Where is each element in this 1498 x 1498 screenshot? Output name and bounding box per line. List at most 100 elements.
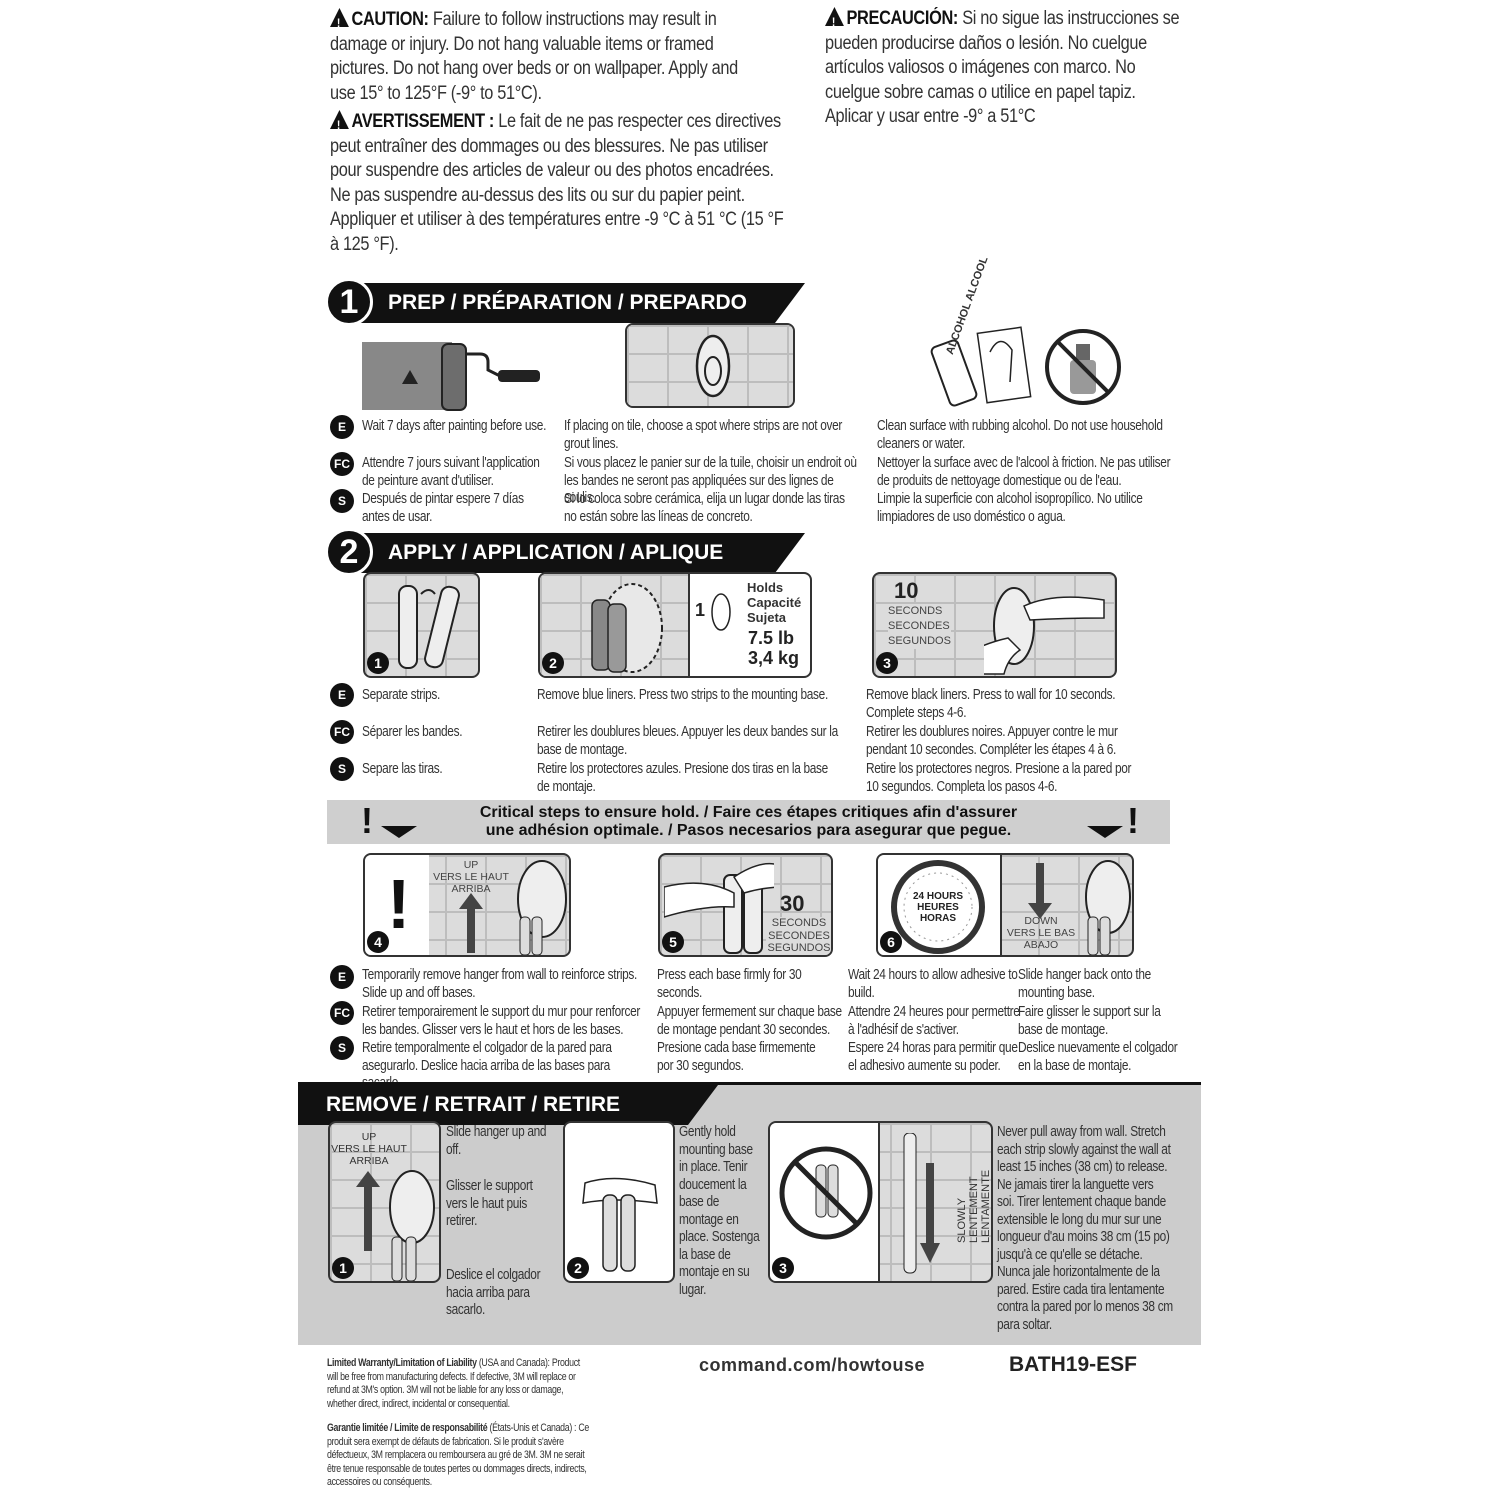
hours-en: 24 HOURS [912, 891, 963, 902]
step6-slide-es: Deslice nuevamente el colgador en la bas… [1018, 1040, 1178, 1074]
tile-placement-illustration [625, 323, 795, 408]
clock-icon [891, 860, 985, 954]
step1-col1-fr: Attendre 7 jours suivant l'application d… [362, 455, 540, 489]
weight-capacity: 7.5 lb 3,4 kg [748, 628, 799, 668]
weight-kg: 3,4 kg [748, 648, 800, 668]
step6-wait-en: Wait 24 hours to allow adhesive to build… [848, 967, 1018, 1001]
warranty-text: Product will be free from manufacturing … [327, 1357, 580, 1410]
step4-es: Retire temporalmente el colgador de la p… [362, 1040, 612, 1091]
english-badge: E [330, 965, 354, 989]
step1-title: PREP / PRÉPARATION / PREPARDO [388, 291, 747, 314]
remove-section: REMOVE / RETRAIT / RETIRE [298, 1082, 1201, 1345]
garantie-label: Garantie limitée / Limite de responsabil… [327, 1422, 488, 1434]
step2-col2-es: Retire los protectores azules. Presione … [537, 761, 828, 795]
warning-triangle-icon [330, 110, 349, 138]
step1-header: PREP / PRÉPARATION / PREPARDO [350, 283, 805, 323]
french-badge: FC [330, 720, 354, 744]
precaucion-text: Si no sigue las instrucciones se pueden … [825, 8, 1180, 127]
up-en: UP [361, 1131, 377, 1143]
garantie-region: (États-Unis et Canada) : [489, 1422, 577, 1434]
caution-label: CAUTION: [351, 9, 429, 30]
panel-number: 3 [876, 652, 898, 674]
down-arrow-icon [1087, 826, 1123, 838]
thirty-seconds-number: 30 [780, 891, 805, 916]
slowly-label: SLOWLY LENTEMENT LENTAMENTE [956, 1169, 992, 1243]
warning-triangle-icon [825, 7, 844, 35]
remove-title: REMOVE / RETRAIT / RETIRE [326, 1093, 621, 1116]
holds-en: Holds [747, 580, 784, 595]
step2-col3-en: Remove black liners. Press to wall for 1… [866, 687, 1116, 721]
step2-col3-es: Retire los protectores negros. Presione … [866, 761, 1132, 795]
remove-step2-panel: 2 [563, 1121, 675, 1283]
exclamation-icon: ! [387, 865, 411, 943]
up-es: ARRIBA [349, 1155, 389, 1167]
garantie-text: Ce produit sera exempt de défauts de fab… [327, 1422, 589, 1488]
warranty-region: (USA and Canada): [478, 1357, 550, 1369]
up-en: UP [463, 859, 479, 871]
step2-col2-en: Remove blue liners. Press two strips to … [537, 687, 828, 703]
website-link[interactable]: command.com/howtouse [699, 1355, 926, 1375]
step1-col2-en: If placing on tile, choose a spot where … [564, 418, 843, 452]
panel-number: 1 [367, 652, 389, 674]
paint-roller-illustration [360, 340, 545, 412]
product-code: BATH19-ESF [1009, 1353, 1137, 1376]
hours-label: 24 HOURS HEURES HORAS [890, 891, 986, 924]
step6-slide-en: Slide hanger back onto the mounting base… [1018, 967, 1151, 1001]
remove-step3-panel: SLOWLY LENTEMENT LENTAMENTE 3 [768, 1121, 993, 1283]
thirty-seconds-label: SECONDS SECONDES SEGUNDOS [766, 917, 831, 955]
remove-header: REMOVE / RETRAIT / RETIRE [298, 1085, 718, 1125]
step1-col3-es: Limpie la superficie con alcohol isoprop… [877, 491, 1143, 525]
seconds-fr: SECONDES [768, 929, 830, 942]
avertissement-text: Le fait de ne pas respecter ces directiv… [330, 111, 784, 255]
slowly-es: LENTAMENTE [980, 1169, 992, 1243]
warranty-en: Limited Warranty/Limitation of Liability… [327, 1357, 591, 1411]
critical-line2: une adhésion optimale. / Pasos necesario… [485, 822, 1012, 839]
critical-text: Critical steps to ensure hold. / Faire c… [327, 804, 1170, 840]
down-arrow-icon [1028, 863, 1052, 919]
panel-number: 5 [662, 931, 684, 953]
holds-count: 1 [695, 600, 706, 620]
step6-panel: 24 HOURS HEURES HORAS DOWN VERS LE BAS A… [876, 853, 1134, 957]
step4-panel: ! UP VERS LE HAUT ARRIBA 4 [363, 853, 571, 957]
warranty-label: Limited Warranty/Limitation of Liability [327, 1357, 477, 1369]
caution-warning: CAUTION: Failure to follow instructions … [330, 6, 760, 106]
down-arrow-icon [381, 826, 417, 838]
critical-bang-right: ! [1127, 800, 1139, 841]
critical-bang-left: ! [361, 800, 373, 841]
slowly-en: SLOWLY [956, 1197, 968, 1243]
step2-title: APPLY / APPLICATION / APLIQUE [388, 541, 724, 564]
panel-number: 4 [367, 931, 389, 953]
step1-col3-fr: Nettoyer la surface avec de l'alcool à f… [877, 455, 1171, 489]
warranty-fr: Garantie limitée / Limite de responsabil… [327, 1422, 599, 1490]
step2-col2-fr: Retirer les doublures bleues. Appuyer le… [537, 724, 838, 758]
french-badge: FC [330, 452, 354, 476]
up-label: UP VERS LE HAUT ARRIBA [429, 859, 513, 895]
step2-header: APPLY / APPLICATION / APLIQUE [350, 533, 805, 573]
down-label: DOWN VERS LE BAS ABAJO [1002, 915, 1080, 951]
ten-seconds-number: 10 [894, 578, 919, 603]
warning-triangle-icon [330, 8, 349, 36]
ten-seconds-label: SECONDS SECONDES SEGUNDOS [888, 604, 951, 649]
panel-number: 2 [567, 1257, 589, 1279]
step2-col1-fr: Séparer les bandes. [362, 724, 463, 740]
panel-number: 1 [332, 1257, 354, 1279]
remove-step1-en: Slide hanger up and off. [446, 1124, 547, 1158]
holds-label: Holds Capacité Sujeta [747, 580, 801, 625]
step1-col1-en: Wait 7 days after painting before use. [362, 418, 547, 434]
step6-wait-es: Espere 24 horas para permitir que el adh… [848, 1040, 1018, 1074]
avertissement-warning: AVERTISSEMENT : Le fait de ne pas respec… [330, 108, 794, 257]
panel-number: 3 [772, 1257, 794, 1279]
step6-slide-fr: Faire glisser le support sur la base de … [1018, 1004, 1161, 1038]
step2-col1-es: Separe las tiras. [362, 761, 443, 777]
up-arrow-icon [459, 893, 483, 953]
remove-step3-text: Never pull away from wall. Stretch each … [997, 1124, 1173, 1333]
no-pull-icon [779, 1146, 873, 1240]
caution-text: Failure to follow instructions may resul… [330, 9, 738, 104]
holds-es: Sujeta [747, 610, 787, 625]
precaucion-label: PRECAUCIÓN: [846, 8, 959, 29]
step4-fr: Retirer temporairement le support du mur… [362, 1004, 641, 1038]
spanish-badge: S [330, 1036, 354, 1060]
hours-fr: HEURES [917, 902, 959, 913]
weight-lb: 7.5 lb [748, 628, 795, 648]
seconds-en: SECONDS [888, 605, 943, 617]
